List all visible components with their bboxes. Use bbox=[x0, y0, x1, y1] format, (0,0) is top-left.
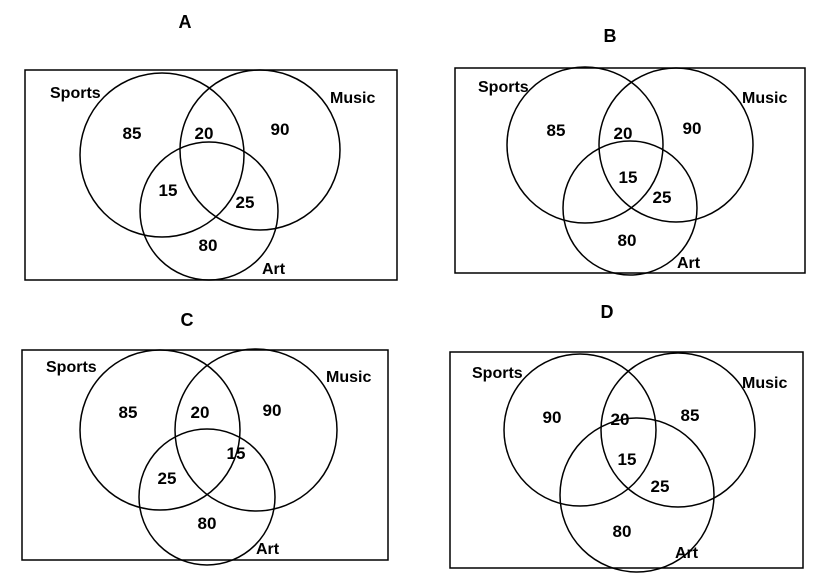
diagram-title: B bbox=[604, 26, 617, 46]
music-label: Music bbox=[330, 90, 375, 107]
universe-box bbox=[21, 349, 389, 561]
music-circle bbox=[179, 69, 341, 231]
value-sports-music: 20 bbox=[614, 124, 633, 143]
music-label: Music bbox=[326, 369, 371, 386]
value-sports-only: 85 bbox=[119, 403, 138, 422]
value-art-only: 80 bbox=[199, 236, 218, 255]
music-circle bbox=[174, 348, 338, 512]
value-all-three: 15 bbox=[618, 450, 637, 469]
value-sports-music: 20 bbox=[611, 410, 630, 429]
value-sports-only: 85 bbox=[123, 124, 142, 143]
value-music-art: 25 bbox=[653, 188, 672, 207]
venn-b: B Sports Music Art 85 20 90 15 25 80 bbox=[454, 26, 806, 276]
sports-circle bbox=[79, 72, 245, 238]
art-circle bbox=[559, 417, 715, 573]
value-music-art: 25 bbox=[236, 193, 255, 212]
value-music-only: 90 bbox=[263, 401, 282, 420]
music-label: Music bbox=[742, 375, 787, 392]
value-music-art: 25 bbox=[651, 477, 670, 496]
venn-c: C Sports Music Art 85 20 90 15 25 80 bbox=[21, 310, 389, 566]
art-label: Art bbox=[256, 541, 280, 558]
venn-d: D Sports Music Art 90 20 85 15 25 80 bbox=[449, 302, 804, 573]
value-sports-art: 25 bbox=[158, 469, 177, 488]
sports-label: Sports bbox=[472, 365, 523, 382]
universe-box bbox=[454, 67, 806, 274]
value-all-three: 15 bbox=[227, 444, 246, 463]
sports-circle bbox=[503, 353, 657, 507]
value-art-only: 80 bbox=[613, 522, 632, 541]
value-sports-music: 20 bbox=[191, 403, 210, 422]
sports-circle bbox=[79, 349, 241, 511]
diagram-title: D bbox=[601, 302, 614, 322]
art-label: Art bbox=[262, 261, 286, 278]
value-music-only: 85 bbox=[681, 406, 700, 425]
sports-label: Sports bbox=[46, 359, 97, 376]
value-art-only: 80 bbox=[198, 514, 217, 533]
value-sports-music: 20 bbox=[195, 124, 214, 143]
value-music-only: 90 bbox=[271, 120, 290, 139]
value-sports-only: 85 bbox=[547, 121, 566, 140]
art-label: Art bbox=[677, 255, 701, 272]
value-sports-only: 90 bbox=[543, 408, 562, 427]
venn-a: A Sports Music Art 85 20 90 15 25 80 bbox=[24, 12, 398, 281]
art-circle bbox=[562, 140, 698, 276]
value-music-only: 90 bbox=[683, 119, 702, 138]
value-art-only: 80 bbox=[618, 231, 637, 250]
universe-box bbox=[449, 351, 804, 569]
music-circle bbox=[598, 67, 754, 223]
art-circle bbox=[139, 141, 279, 281]
sports-label: Sports bbox=[50, 85, 101, 102]
diagram-title: A bbox=[179, 12, 192, 32]
music-label: Music bbox=[742, 90, 787, 107]
art-circle bbox=[138, 428, 276, 566]
sports-circle bbox=[506, 66, 664, 224]
art-label: Art bbox=[675, 545, 699, 562]
value-sports-art: 15 bbox=[159, 181, 178, 200]
sports-label: Sports bbox=[478, 79, 529, 96]
music-circle bbox=[600, 352, 756, 508]
value-all-three: 15 bbox=[619, 168, 638, 187]
diagram-title: C bbox=[181, 310, 194, 330]
